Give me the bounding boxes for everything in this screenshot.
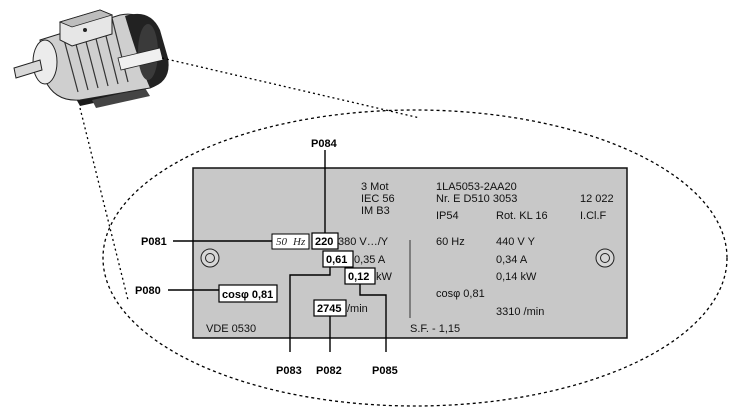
leader-p083 <box>289 267 331 352</box>
leader-p085 <box>359 284 387 352</box>
power-value: 0,12 <box>348 271 369 283</box>
screw-left-icon <box>200 248 220 268</box>
plate-service-factor: S.F. - 1,15 <box>410 323 460 335</box>
param-label-p085: P085 <box>372 365 398 377</box>
plate-034a: 0,34 A <box>496 254 528 266</box>
zoom-ellipse <box>102 109 728 407</box>
plate-model: 1LA5053-2AA20 <box>436 181 517 193</box>
plate-current-aux: 0,35 A <box>354 254 386 266</box>
plate-60hz: 60 Hz <box>436 236 465 248</box>
plate-cos-60: cosφ 0,81 <box>436 288 485 300</box>
value-box-current: 0,61 <box>322 250 354 268</box>
plate-insulation: I.Cl.F <box>580 210 607 222</box>
voltage-value: 220 <box>315 236 333 248</box>
plate-ip: IP54 <box>436 210 459 222</box>
plate-3310rpm: 3310 /min <box>496 306 544 318</box>
param-label-p083: P083 <box>276 365 302 377</box>
value-box-hz: 50 Hz <box>271 233 310 250</box>
value-box-cos: cosφ 0,81 <box>218 284 278 303</box>
hz-value: 50 <box>276 236 288 248</box>
plate-vde: VDE 0530 <box>206 323 256 335</box>
value-box-power: 0,12 <box>344 267 376 285</box>
plate-number: 12 022 <box>580 193 614 205</box>
motor-illustration <box>13 9 169 108</box>
nameplate: 3 Mot IEC 56 IM B3 1LA5053-2AA20 Nr. E D… <box>192 167 628 339</box>
cos-value: cosφ 0,81 <box>222 289 273 301</box>
plate-im: IM B3 <box>361 205 390 217</box>
plate-iec: IEC 56 <box>361 193 395 205</box>
value-box-speed: 2745 <box>313 299 347 317</box>
plate-mot: 3 Mot <box>361 181 389 193</box>
plate-voltage-unit: 380 V…/Y <box>338 236 389 248</box>
hz-unit: Hz <box>292 236 306 248</box>
param-label-p084: P084 <box>311 138 338 150</box>
param-label-p082: P082 <box>316 365 342 377</box>
callout-line-upper <box>161 57 421 119</box>
speed-value: 2745 <box>317 303 341 315</box>
plate-speed-unit: /min <box>347 303 368 315</box>
param-label-p080: P080 <box>135 285 161 297</box>
leader-lines <box>168 150 387 352</box>
value-box-voltage: 220 <box>311 232 339 250</box>
plate-440v: 440 V Y <box>496 236 536 248</box>
screw-right-icon <box>595 248 615 268</box>
current-value: 0,61 <box>326 254 347 266</box>
param-label-p081: P081 <box>141 236 167 248</box>
plate-014kw: 0,14 kW <box>496 271 537 283</box>
plate-power-unit: kW <box>376 271 393 283</box>
plate-serial: Nr. E D510 3053 <box>436 193 517 205</box>
plate-rotor-class: Rot. KL 16 <box>496 210 548 222</box>
